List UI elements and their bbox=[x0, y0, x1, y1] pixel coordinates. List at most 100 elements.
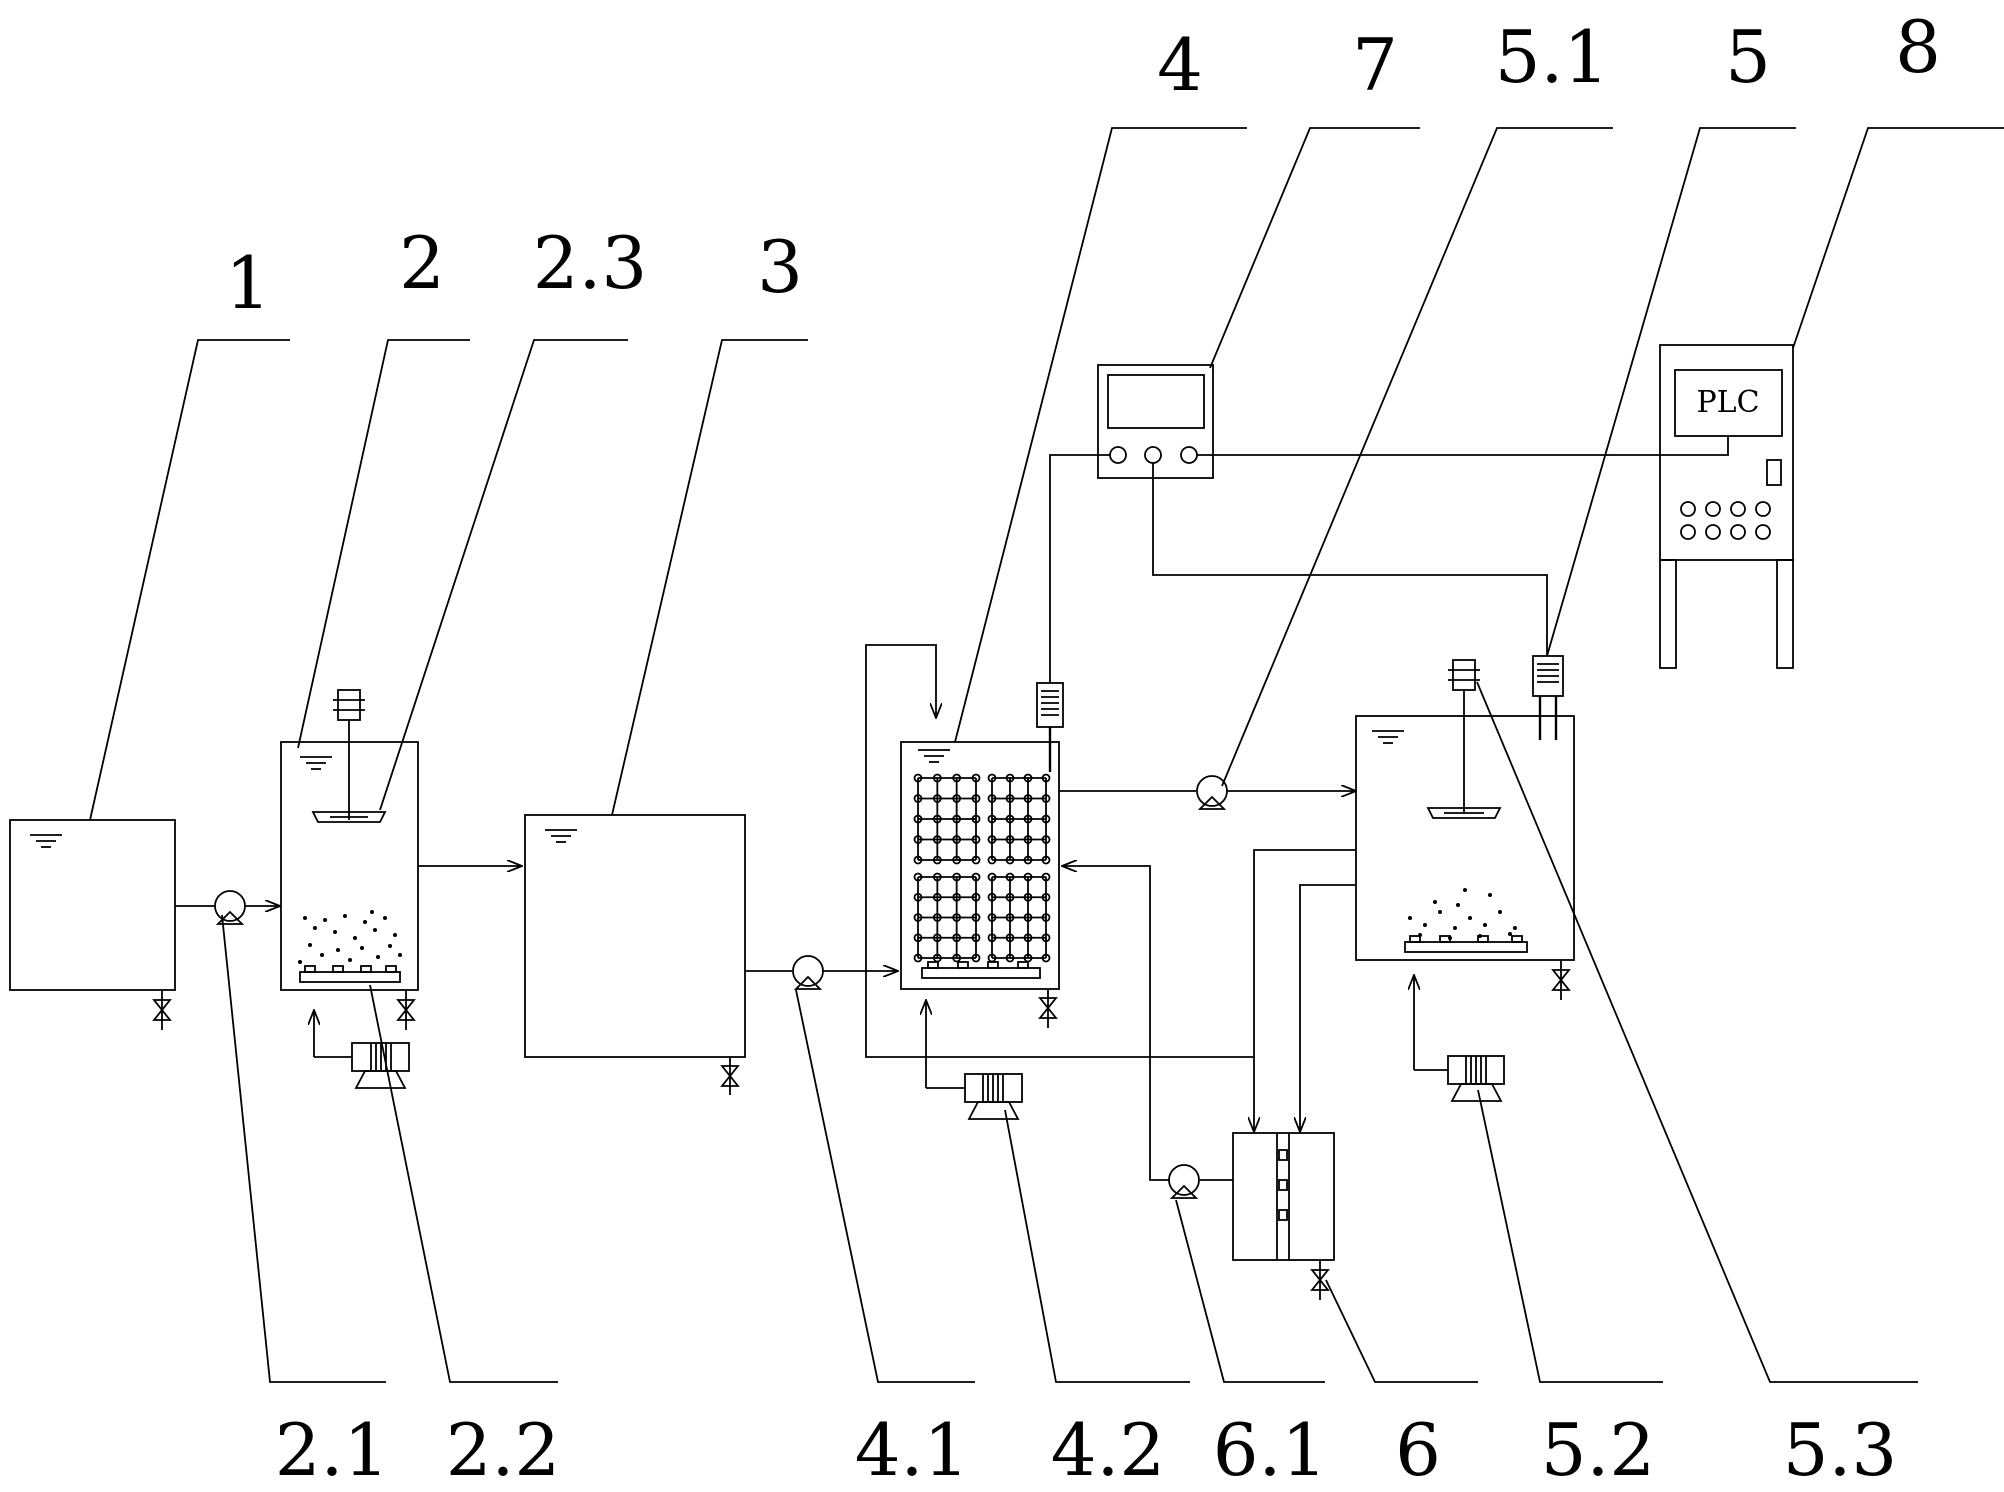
electrode-node bbox=[1023, 913, 1033, 922]
aerator-2-2 bbox=[299, 965, 401, 983]
tank-5-reactor bbox=[1355, 659, 1575, 1000]
electrode-node bbox=[971, 794, 981, 803]
callout-4: 4 bbox=[1157, 23, 1203, 107]
electrode-node bbox=[952, 855, 962, 865]
electrode-node bbox=[987, 814, 997, 824]
electrode-node bbox=[987, 913, 997, 922]
drain-valve-icon bbox=[152, 990, 172, 1030]
callout-5-2: 5.2 bbox=[1541, 1408, 1656, 1492]
electrode-node bbox=[1041, 933, 1051, 943]
drain-valve-icon bbox=[396, 990, 416, 1030]
probe-tank-5 bbox=[1532, 655, 1564, 740]
electrode-node bbox=[1041, 913, 1051, 922]
electrode-node bbox=[913, 814, 923, 824]
callout-2-3: 2.3 bbox=[533, 221, 648, 305]
electrode-node bbox=[952, 835, 962, 844]
drain-valve-icon bbox=[720, 1057, 740, 1095]
callout-8: 8 bbox=[1895, 5, 1941, 89]
electrode-node bbox=[1005, 892, 1015, 902]
electrode-node bbox=[1023, 794, 1033, 803]
water-level-icon bbox=[545, 829, 577, 843]
electrode-node bbox=[932, 892, 942, 902]
plc-cabinet-8: PLC bbox=[1659, 344, 1794, 669]
electrode-node bbox=[932, 794, 942, 803]
electrode-node bbox=[932, 933, 942, 943]
callout-2-2: 2.2 bbox=[446, 1408, 561, 1492]
electrode-node bbox=[971, 892, 981, 902]
controller-7 bbox=[1097, 364, 1214, 479]
tank-3 bbox=[524, 814, 746, 1095]
electrode-node bbox=[913, 872, 923, 882]
aerator-5 bbox=[1404, 935, 1528, 953]
water-level-icon bbox=[30, 834, 62, 848]
electrode-node bbox=[932, 855, 942, 865]
water-level-icon bbox=[1372, 730, 1404, 744]
callout-5: 5 bbox=[1725, 15, 1771, 99]
callout-6-1: 6.1 bbox=[1213, 1408, 1328, 1492]
electrode-node bbox=[932, 872, 942, 882]
electrode-node bbox=[952, 953, 962, 963]
callout-6: 6 bbox=[1395, 1408, 1441, 1492]
electrode-node bbox=[1041, 855, 1051, 865]
tank-2-reactor bbox=[280, 689, 419, 1030]
electrode-node bbox=[1041, 835, 1051, 844]
electrode-node bbox=[932, 835, 942, 844]
electrode-node bbox=[987, 794, 997, 803]
signal-line-probe-4 bbox=[1049, 454, 1110, 683]
electrode-node bbox=[913, 794, 923, 803]
electrode-node bbox=[987, 892, 997, 902]
electrode-node bbox=[952, 933, 962, 943]
electrode-grid bbox=[913, 773, 1051, 963]
plc-label: PLC bbox=[1696, 385, 1759, 420]
electrode-node bbox=[1041, 892, 1051, 902]
callout-5-3: 5.3 bbox=[1783, 1408, 1898, 1492]
pump-4-1 bbox=[745, 955, 898, 990]
electrode-node bbox=[932, 773, 942, 783]
aerator-4 bbox=[921, 961, 1041, 979]
electrode-node bbox=[971, 913, 981, 922]
electrode-node bbox=[1023, 855, 1033, 865]
signal-line-plc bbox=[1197, 436, 1729, 456]
leader-lines bbox=[89, 127, 2004, 1383]
electrode-node bbox=[971, 953, 981, 963]
drain-valve-icon bbox=[1310, 1260, 1330, 1300]
electrode-node bbox=[1023, 892, 1033, 902]
electrode-node bbox=[987, 933, 997, 943]
electrode-node bbox=[1005, 872, 1015, 882]
electrode-node bbox=[1023, 933, 1033, 943]
tank-6-separator bbox=[1232, 1132, 1335, 1300]
electrode-node bbox=[1023, 835, 1033, 844]
drain-valve-icon bbox=[1551, 960, 1571, 1000]
electrode-node bbox=[952, 872, 962, 882]
callout-5-1: 5.1 bbox=[1495, 15, 1610, 99]
particles bbox=[1408, 888, 1517, 940]
tank-1 bbox=[9, 819, 176, 1030]
electrode-node bbox=[971, 773, 981, 783]
electrode-node bbox=[952, 794, 962, 803]
drain-valve-icon bbox=[1038, 989, 1058, 1028]
callout-1: 1 bbox=[225, 241, 271, 325]
electrode-node bbox=[913, 835, 923, 844]
recycle-pipe bbox=[865, 644, 1254, 1058]
motor-icon bbox=[333, 689, 365, 820]
tank-4-electrode-reactor bbox=[900, 741, 1060, 1028]
electrode-node bbox=[987, 855, 997, 865]
water-level-icon bbox=[300, 756, 332, 770]
electrode-node bbox=[971, 933, 981, 943]
electrode-node bbox=[913, 855, 923, 865]
electrode-node bbox=[1041, 773, 1051, 783]
electrode-node bbox=[913, 913, 923, 922]
electrode-node bbox=[913, 892, 923, 902]
electrode-node bbox=[971, 872, 981, 882]
electrode-node bbox=[1005, 933, 1015, 943]
electrode-node bbox=[952, 913, 962, 922]
blower-tank-4 bbox=[926, 1000, 1023, 1120]
electrode-node bbox=[1005, 835, 1015, 844]
electrode-node bbox=[913, 933, 923, 943]
callout-2-1: 2.1 bbox=[275, 1408, 390, 1492]
particles bbox=[298, 910, 402, 964]
electrode-node bbox=[1005, 913, 1015, 922]
electrode-node bbox=[987, 872, 997, 882]
electrode-node bbox=[1005, 953, 1015, 963]
